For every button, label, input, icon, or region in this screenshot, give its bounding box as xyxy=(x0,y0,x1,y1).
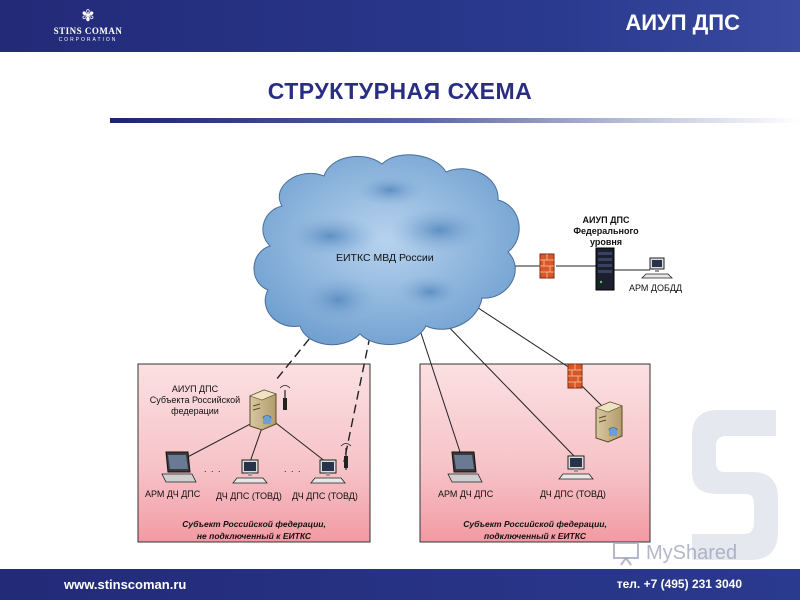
cloud-label: ЕИТКС МВД России xyxy=(336,252,434,264)
arm-dch-label: АРМ ДЧ ДПС xyxy=(438,489,494,499)
firewall-icon xyxy=(567,363,583,389)
rack-server-icon xyxy=(595,247,615,291)
stins-coman-logo-icon: ✾ xyxy=(81,6,95,25)
workstation-icon xyxy=(310,459,346,484)
s-watermark-icon xyxy=(692,410,778,560)
caption-line: подключенный к ЕИТКС xyxy=(484,531,586,541)
slide-title: СТРУКТУРНАЯ СХЕМА xyxy=(267,78,533,104)
website-link[interactable]: www.stinscoman.ru xyxy=(64,577,187,592)
antenna-icon xyxy=(340,443,352,470)
dch-tovd-label: ДЧ ДПС (ТОВД) xyxy=(216,491,282,501)
dch-tovd-label: ДЧ ДПС (ТОВД) xyxy=(540,489,606,499)
header-title: АИУП ДПС xyxy=(625,10,740,35)
arm-dobdd-label: АРМ ДОБДД xyxy=(629,283,683,293)
cloud-shading xyxy=(282,174,490,326)
regional-server-icon xyxy=(249,389,277,431)
caption-line: Субъект Российской федерации, xyxy=(182,519,326,529)
regional-server-icon xyxy=(595,401,623,443)
federal-label-line: АИУП ДПС xyxy=(582,215,630,225)
left-region-caption: Субъект Российской федерации, не подключ… xyxy=(138,518,370,542)
workstation-icon xyxy=(558,455,594,480)
ellipsis-label: . . . xyxy=(204,464,222,474)
federal-server-label: АИУП ДПС Федерального уровня xyxy=(566,215,646,248)
federal-label-line: уровня xyxy=(589,237,623,247)
company-logo[interactable]: ✾ STINS COMAN CORPORATION xyxy=(38,8,138,48)
laptop-icon xyxy=(447,451,483,483)
laptop-icon xyxy=(161,451,197,483)
phone-number: тел. +7 (495) 231 3040 xyxy=(616,577,742,591)
regional-label-line: федерации xyxy=(171,406,219,416)
right-region-caption: Субъект Российской федерации, подключенн… xyxy=(420,518,650,542)
logo-name: STINS COMAN xyxy=(53,26,123,36)
caption-line: Субъект Российской федерации, xyxy=(463,519,607,529)
antenna-icon xyxy=(279,385,291,410)
regional-server-label: АИУП ДПС Субъекта Российской федерации xyxy=(142,384,248,417)
caption-line: не подключенный к ЕИТКС xyxy=(196,531,312,541)
header-bar: ✾ STINS COMAN CORPORATION АИУП ДПС xyxy=(0,0,800,52)
dch-tovd-label: ДЧ ДПС (ТОВД) xyxy=(292,491,358,501)
firewall-icon xyxy=(539,253,555,279)
myshared-text: MyShared xyxy=(646,542,738,564)
workstation-icon xyxy=(641,257,673,279)
regional-label-line: АИУП ДПС xyxy=(171,384,219,394)
myshared-watermark: MyShared xyxy=(612,540,762,568)
title-underline xyxy=(110,118,800,123)
arm-dch-label: АРМ ДЧ ДПС xyxy=(145,489,201,499)
federal-label-line: Федерального xyxy=(573,226,639,236)
presentation-icon xyxy=(613,542,639,566)
ellipsis-label: . . . xyxy=(284,464,302,474)
logo-subtitle: CORPORATION xyxy=(58,37,118,43)
workstation-icon xyxy=(232,459,268,484)
regional-label-line: Субъекта Российской xyxy=(149,395,241,405)
footer-bar: www.stinscoman.ru тел. +7 (495) 231 3040 xyxy=(0,569,800,600)
